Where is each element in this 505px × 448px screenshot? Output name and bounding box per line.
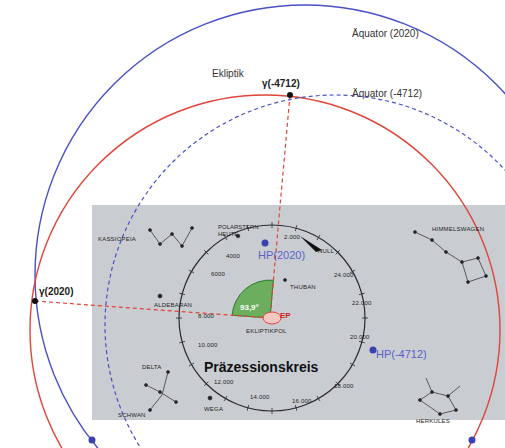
photo-panel [92, 205, 505, 420]
celestial-pole [262, 240, 269, 247]
label: 2.000 [284, 234, 300, 241]
vernal-point [287, 92, 293, 98]
celestial-pole [370, 347, 377, 354]
equator-2020-circle [35, 5, 505, 448]
label: HERKULES [416, 418, 450, 425]
tick-marks [176, 222, 368, 414]
label: 16.000 [292, 398, 312, 405]
label: SCHWAN [118, 412, 146, 419]
precession-circle [179, 225, 365, 411]
intersection-dot [89, 437, 96, 444]
label: THUBAN [290, 284, 316, 291]
label: Äquator (-4712) [352, 88, 422, 99]
label: 10.000 [198, 342, 218, 349]
label: 22.000 [352, 300, 372, 307]
ecliptic-pole-mark [263, 312, 281, 324]
label: 14.000 [250, 394, 270, 401]
label: NULL [318, 248, 334, 255]
label: Ekliptik [212, 68, 244, 79]
label: 20.000 [350, 334, 370, 341]
label: EP [280, 312, 291, 321]
label: HP(2020) [258, 249, 305, 261]
label: γ(2020) [38, 286, 74, 297]
equator-4712-circle [105, 95, 505, 448]
angle-wedge [232, 280, 273, 318]
constellations [145, 227, 488, 416]
label: 4000 [226, 253, 240, 260]
ecliptic-circle [30, 95, 500, 448]
ecliptic-pole-line [35, 301, 270, 318]
label: 24.000 [334, 272, 354, 279]
label: 6000 [211, 271, 225, 278]
label: Äquator (2020) [352, 28, 419, 39]
label: ALDEBARAN [154, 302, 192, 309]
label: γ(-4712) [262, 78, 300, 89]
label: 8.000 [198, 313, 214, 320]
label: 18.000 [334, 383, 354, 390]
label: 93,9° [240, 304, 259, 313]
label: POLARSTERN HEUTE [218, 224, 258, 237]
intersection-dot [469, 437, 476, 444]
label: Präzessionskreis [204, 360, 318, 375]
label: KASSIOPEIA [98, 236, 136, 243]
label: WEGA [204, 406, 223, 413]
label: HP(-4712) [376, 348, 427, 360]
label: HIMMELSWAGEN [432, 226, 484, 233]
label: EKLIPTIKPOL [246, 328, 287, 335]
label: 12.000 [214, 379, 234, 386]
label: DELTA [142, 364, 161, 371]
vernal-point [32, 298, 38, 304]
ecliptic-pole-line [270, 95, 290, 318]
